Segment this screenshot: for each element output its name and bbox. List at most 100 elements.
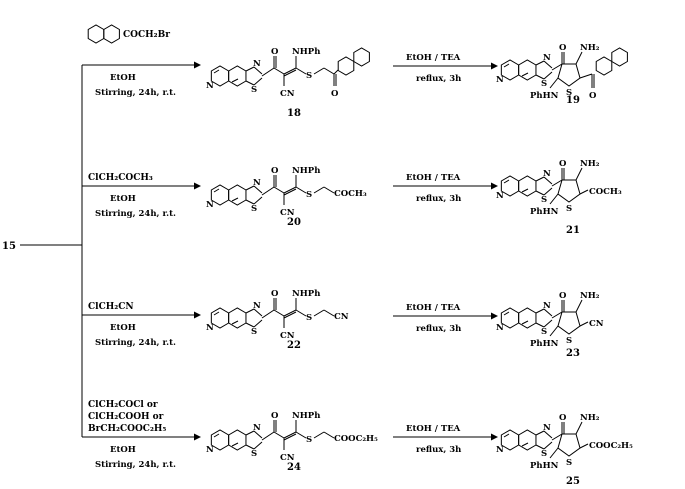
thioether-sulfur-label: S: [306, 435, 312, 445]
side-chain-label: COCH₃: [334, 189, 367, 199]
double-bond: [213, 69, 220, 74]
thiazole-nitrogen-label: N: [253, 178, 261, 188]
bond: [253, 319, 263, 328]
side-chain-label: CN: [334, 312, 349, 322]
product-number: 25: [566, 476, 580, 487]
thiazole-nitrogen-label: N: [543, 169, 551, 179]
nitrile-label: CN: [280, 331, 295, 341]
bond: [245, 66, 255, 72]
pyridine-ring: [210, 65, 230, 87]
product-substituent-label: CN: [589, 319, 604, 329]
bond: [535, 322, 545, 328]
pyridine-ring: [500, 307, 520, 329]
thiazole-nitrogen-label: N: [543, 423, 551, 433]
double-bond: [503, 311, 510, 316]
thiazole-sulfur-label: S: [541, 195, 547, 205]
thioether-sulfur-label: S: [306, 71, 312, 81]
double-bond: [283, 67, 297, 75]
product-substituent-label: COCH₃: [589, 187, 622, 197]
anilino-label: NHPh: [292, 289, 320, 299]
condition-line: EtOH: [110, 323, 136, 333]
anilino-label: NHPh: [292, 47, 320, 57]
start-compound-label: 15: [2, 241, 16, 252]
bond: [295, 67, 307, 75]
pyridine-ring: [500, 59, 520, 81]
cyclization-reagent: EtOH / TEA: [406, 173, 461, 183]
thiazole-sulfur-label: S: [541, 449, 547, 459]
anilino-label: NHPh: [292, 411, 320, 421]
product-number: 21: [566, 225, 580, 236]
bond: [323, 431, 335, 439]
ring-nitrogen-label: N: [206, 445, 214, 455]
pyridine-ring: [210, 429, 230, 451]
bond: [535, 308, 545, 314]
benzo-ring: [518, 307, 537, 329]
reagent-line: BrCH₂COOC₂H₅: [88, 424, 166, 434]
cyclization-reagent: EtOH / TEA: [406, 303, 461, 313]
thiophene-sulfur-label: S: [566, 336, 572, 346]
amino-label: NH₂: [580, 159, 600, 169]
ketone-oxygen-label: O: [589, 91, 597, 101]
cyclization-reagent: EtOH / TEA: [406, 424, 461, 434]
bond: [313, 67, 325, 75]
anilino-label: PhHN: [530, 207, 559, 217]
bond: [253, 430, 263, 439]
thiazole-nitrogen-label: N: [253, 59, 261, 69]
pyridine-ring: [210, 307, 230, 329]
condition-line: Stirring, 24h, r.t.: [95, 209, 176, 219]
thiazole-nitrogen-label: N: [543, 301, 551, 311]
bond: [535, 430, 545, 436]
double-bond: [213, 311, 220, 316]
carbonyl-oxygen-label: O: [271, 166, 279, 176]
pyridine-ring: [500, 429, 520, 451]
bond: [579, 73, 593, 79]
bond: [551, 63, 563, 71]
ring-nitrogen-label: N: [206, 323, 214, 333]
reagent-line: ClCH₂COCH₃: [88, 173, 153, 183]
bond: [543, 441, 553, 450]
bond: [313, 186, 325, 194]
product-carbonyl-oxygen-label: O: [559, 43, 567, 53]
bond: [245, 185, 255, 191]
amino-label: NH₂: [580, 413, 600, 423]
bond: [551, 179, 563, 187]
product-number: 23: [566, 348, 580, 359]
naphthyl-ring-b: [611, 47, 628, 67]
bond: [543, 308, 553, 317]
bond: [253, 196, 263, 205]
thiazole-nitrogen-label: N: [543, 53, 551, 63]
double-bond: [283, 433, 297, 441]
bond: [579, 443, 589, 449]
product-substituent-label: COOC₂H₅: [589, 441, 633, 451]
double-bond: [521, 72, 529, 77]
double-bond: [283, 69, 297, 77]
bond: [551, 433, 563, 441]
bond: [273, 309, 285, 317]
thiophene-ring: [557, 311, 581, 335]
bond: [543, 176, 553, 185]
bond: [551, 311, 563, 319]
bond: [549, 193, 559, 205]
benzo-ring: [228, 307, 247, 329]
ring-nitrogen-label: N: [496, 323, 504, 333]
bond: [253, 66, 263, 75]
anilino-label: NHPh: [292, 166, 320, 176]
product-carbonyl-oxygen-label: O: [559, 413, 567, 423]
ring-nitrogen-label: N: [496, 191, 504, 201]
thiazole-sulfur-label: S: [251, 327, 257, 337]
product-carbonyl-oxygen-label: O: [559, 159, 567, 169]
bond: [535, 176, 545, 182]
carbonyl-oxygen-label: O: [271, 411, 279, 421]
amino-label: NH₂: [580, 291, 600, 301]
bond: [261, 309, 275, 319]
bond: [549, 447, 559, 459]
intermediate-number: 24: [287, 462, 301, 473]
ketone-oxygen-label: O: [331, 89, 339, 99]
bond: [273, 431, 285, 439]
reagent-line: ClCH₂COOH or: [88, 412, 164, 422]
double-bond: [283, 186, 297, 194]
reagent-line: ClCH₂COCl or: [88, 400, 158, 410]
double-bond: [283, 188, 297, 196]
